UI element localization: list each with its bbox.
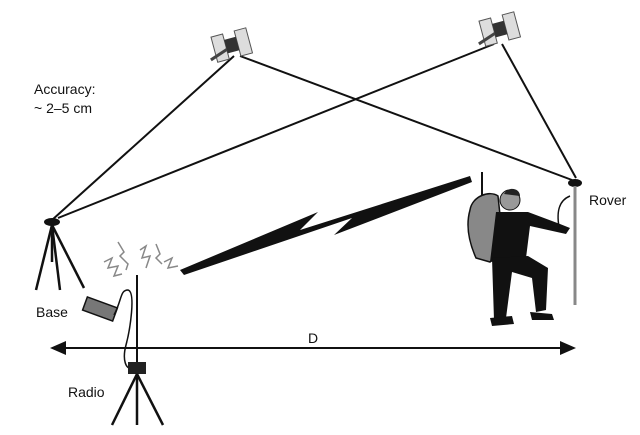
rover-label: Rover [589, 192, 627, 208]
radio-label: Radio [68, 384, 105, 400]
signal-sat2-base [57, 43, 495, 219]
radio-station [103, 241, 179, 426]
distance-arrow [50, 341, 576, 355]
accuracy-value: ~ 2–5 cm [34, 100, 92, 116]
base-label: Base [36, 304, 68, 320]
rover-surveyor [467, 172, 582, 326]
base-station [34, 218, 133, 369]
base-receiver-box [81, 295, 119, 323]
signal-sat2-rover [501, 43, 577, 179]
signal-sat1-rover [239, 55, 573, 181]
distance-label: D [308, 330, 318, 346]
satellite-1-icon [210, 27, 254, 63]
accuracy-label: Accuracy: [34, 81, 95, 97]
satellite-2-icon [478, 11, 522, 47]
radio-link-bolt-icon [180, 176, 472, 275]
radio-wave-icon [103, 241, 179, 278]
satellite-signal-lines [51, 43, 577, 221]
signal-sat1-base [51, 55, 235, 221]
